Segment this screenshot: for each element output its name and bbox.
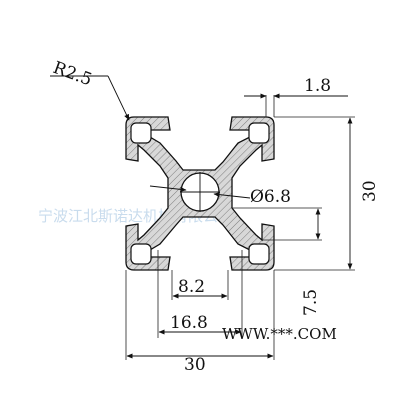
extension-lines [125, 95, 355, 360]
dim-height: 30 [360, 180, 380, 202]
dimension-lines [50, 75, 353, 359]
corner-chamber-top-left [130, 122, 152, 144]
corner-chamber-bottom-left [130, 243, 152, 265]
corner-chamber-top-right [248, 122, 270, 144]
dim-slot-inner: 16.8 [170, 313, 208, 333]
dim-width: 30 [184, 355, 206, 375]
dim-wall-thickness: 1.8 [304, 76, 331, 96]
dim-slot-offset: 7.5 [301, 289, 321, 316]
aluminum-profile [125, 116, 275, 271]
dim-bore-diameter: Ø6.8 [250, 187, 291, 207]
corner-chamber-bottom-right [248, 243, 270, 265]
site-label: WWW.***.COM [222, 325, 337, 343]
dim-slot-opening: 8.2 [178, 277, 205, 297]
dim-corner-radius: R2.5 [50, 58, 94, 90]
